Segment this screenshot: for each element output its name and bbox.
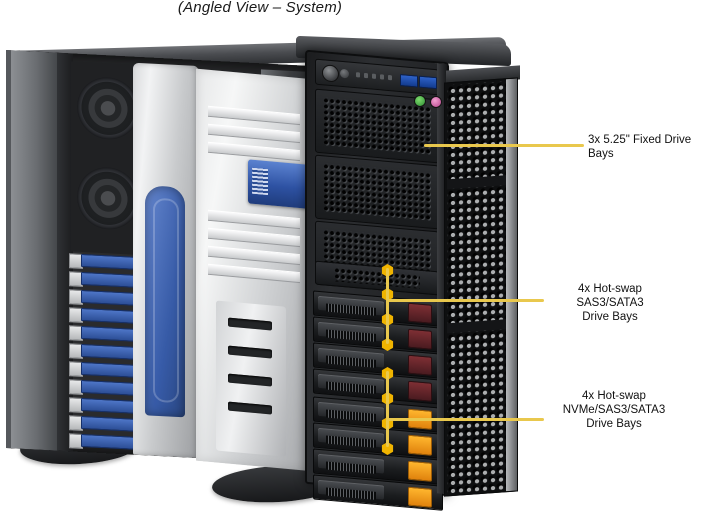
pcie-slot — [81, 415, 135, 432]
drive-tab-red — [408, 328, 432, 350]
front-door-perforated[interactable] — [444, 77, 518, 497]
screenshot-root: (Angled View – System) — [0, 0, 704, 497]
status-led-icon — [372, 73, 376, 79]
pcie-slot — [81, 361, 135, 378]
drive-tab-red — [408, 354, 432, 376]
interior-side-wall — [11, 50, 57, 451]
drive-tab-orange — [408, 486, 432, 508]
system-fan — [77, 165, 139, 231]
callout-leader-nvme — [386, 418, 544, 421]
status-led-icon — [388, 74, 392, 81]
pcie-slot — [81, 289, 135, 306]
door-mesh-pattern — [447, 81, 507, 494]
callout-leader-vertical-sas — [386, 268, 389, 344]
status-led-icon — [380, 74, 384, 80]
page-title: (Angled View – System) — [177, 0, 343, 16]
pcie-slot — [81, 433, 135, 450]
pcie-slot — [81, 253, 135, 270]
system-fan — [77, 75, 139, 141]
status-led-icon — [356, 72, 360, 78]
pcie-slot — [81, 271, 135, 288]
audio-jacks — [414, 95, 454, 109]
drive-tab-orange — [408, 460, 432, 482]
audio-jack-pink-icon — [430, 96, 442, 108]
callout-label-nvme: 4x Hot-swap NVMe/SAS3/SATA3 Drive Bays — [562, 390, 666, 430]
power-button-icon[interactable] — [322, 64, 339, 83]
status-led-icon — [364, 72, 368, 79]
air-shroud-blue-panel — [145, 185, 185, 418]
product-photo — [0, 35, 545, 511]
pcie-retention-bracket — [248, 159, 308, 209]
pcie-slot — [81, 343, 135, 360]
pcie-slot — [81, 397, 135, 414]
callout-node — [381, 442, 394, 455]
rear-io-face — [196, 68, 340, 472]
pcie-slot — [81, 325, 135, 342]
pcie-slot — [81, 307, 135, 324]
fixed-drive-bay — [315, 154, 439, 230]
drive-tab-red — [408, 380, 432, 402]
door-edge — [506, 78, 517, 492]
front-bezel — [305, 49, 449, 511]
callout-label-sas: 4x Hot-swap SAS3/SATA3 Drive Bays — [576, 283, 644, 323]
expansion-slot-panel — [216, 300, 286, 457]
callout-leader-vertical-nvme — [386, 371, 389, 447]
drive-tab-red — [408, 302, 432, 324]
audio-jack-green-icon — [414, 95, 426, 107]
pcie-slot — [81, 379, 135, 396]
callout-node — [381, 338, 394, 351]
reset-button-icon[interactable] — [340, 68, 349, 79]
callout-label-fixed-bays: 3x 5.25" Fixed Drive Bays — [588, 134, 692, 160]
usb-port-icon — [419, 75, 437, 90]
callout-leader-fixed-bays — [424, 144, 584, 147]
callout-leader-sas — [386, 299, 544, 302]
usb-port-icon — [400, 74, 418, 88]
drive-tab-orange — [408, 434, 432, 456]
